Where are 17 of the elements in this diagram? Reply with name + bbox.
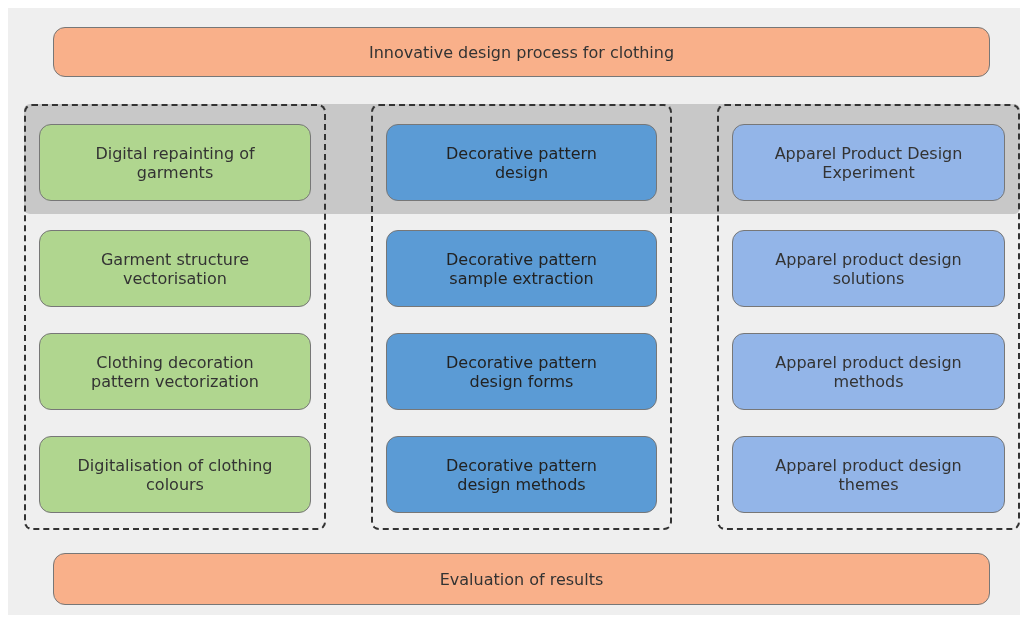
process-box: Digitalisation of clothing colours xyxy=(39,436,311,513)
group-frame xyxy=(371,104,672,530)
process-box: Decorative pattern sample extraction xyxy=(386,230,657,307)
process-box: Decorative pattern design methods xyxy=(386,436,657,513)
process-box: Decorative pattern design xyxy=(386,124,657,201)
process-box: Apparel product design solutions xyxy=(732,230,1005,307)
process-box: Apparel product design methods xyxy=(732,333,1005,410)
title-bar: Innovative design process for clothing xyxy=(53,27,990,77)
result-bar: Evaluation of results xyxy=(53,553,990,605)
process-box: Apparel Product Design Experiment xyxy=(732,124,1005,201)
process-box: Garment structure vectorisation xyxy=(39,230,311,307)
process-box: Apparel product design themes xyxy=(732,436,1005,513)
process-box: Digital repainting of garments xyxy=(39,124,311,201)
group-frame xyxy=(717,104,1020,530)
group-frame xyxy=(24,104,326,530)
process-box: Clothing decoration pattern vectorization xyxy=(39,333,311,410)
process-box: Decorative pattern design forms xyxy=(386,333,657,410)
